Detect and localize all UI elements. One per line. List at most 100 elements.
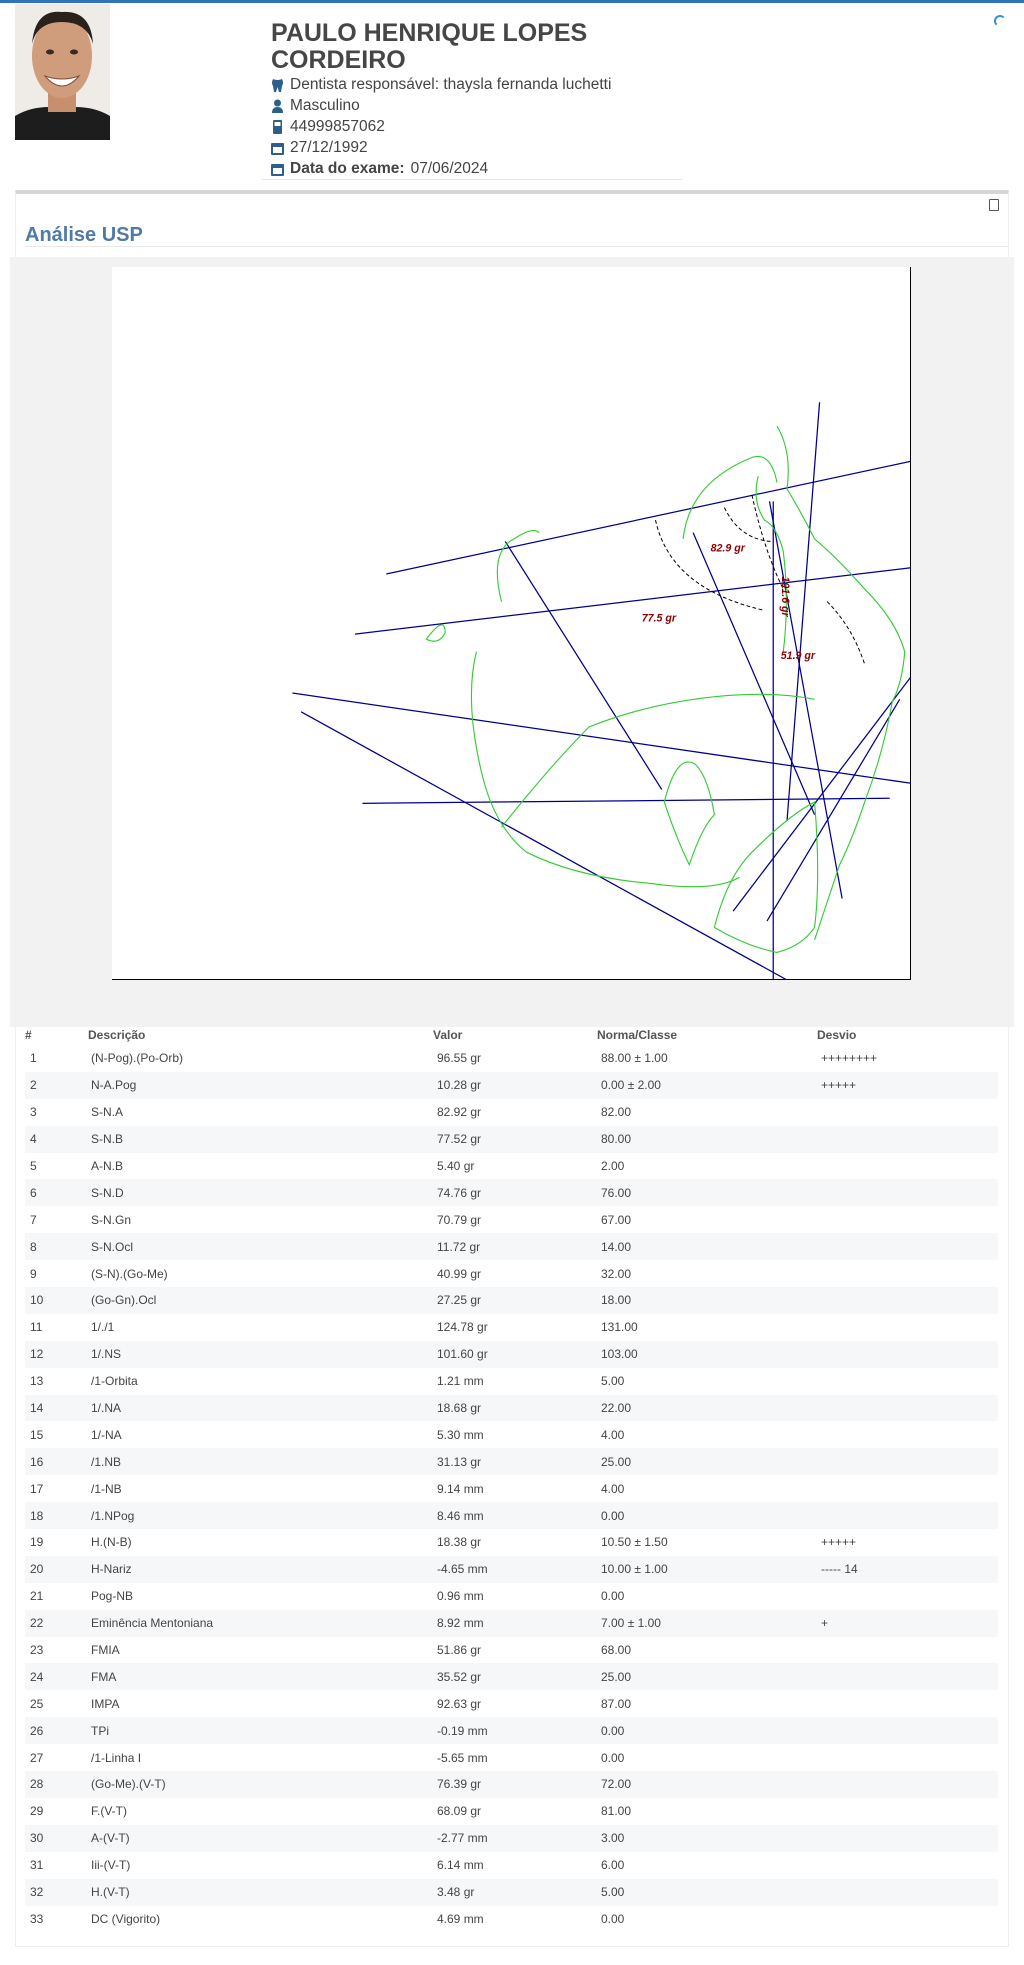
row-norm: 0.00 ± 2.00 xyxy=(601,1078,661,1093)
row-value: 76.39 gr xyxy=(437,1777,482,1792)
row-description: Pog-NB xyxy=(91,1589,134,1604)
row-norm: 82.00 xyxy=(601,1105,632,1120)
row-norm: 68.00 xyxy=(601,1643,632,1658)
row-description: /1.NB xyxy=(91,1454,122,1469)
row-deviation: +++++ xyxy=(821,1078,857,1093)
line xyxy=(362,797,890,804)
row-norm: 14.00 xyxy=(601,1239,632,1254)
row-number: 4 xyxy=(30,1132,37,1147)
document-icon[interactable] xyxy=(989,199,999,211)
birthdate-value: 27/12/1992 xyxy=(290,139,368,156)
row-deviation: +++++ xyxy=(821,1535,857,1550)
row-number: 30 xyxy=(30,1831,44,1846)
row-norm: 7.00 ± 1.00 xyxy=(601,1616,661,1631)
row-value: 31.13 gr xyxy=(437,1454,482,1469)
row-norm: 76.00 xyxy=(601,1185,632,1200)
row-norm: 18.00 xyxy=(601,1293,632,1308)
row-deviation: ++++++++ xyxy=(821,1051,878,1066)
row-description: S-N.Gn xyxy=(91,1212,132,1227)
birthdate-info: 27/12/1992 xyxy=(271,138,368,158)
row-value: -0.19 mm xyxy=(437,1723,488,1738)
row-value: 101.60 gr xyxy=(437,1347,488,1362)
row-norm: 6.00 xyxy=(601,1858,625,1873)
row-description: (N-Pog).(Po-Orb) xyxy=(91,1051,184,1066)
row-description: F.(V-T) xyxy=(91,1804,127,1819)
angle-label: 101.6 gr xyxy=(779,577,791,618)
exam-date-label: Data do exame: xyxy=(290,160,405,177)
header-number: # xyxy=(25,1028,32,1042)
angle-label: 51.9 gr xyxy=(781,650,816,662)
row-value: 18.68 gr xyxy=(437,1401,482,1416)
row-value: 82.92 gr xyxy=(437,1105,482,1120)
row-norm: 131.00 xyxy=(601,1320,638,1335)
row-description: S-N.A xyxy=(91,1105,124,1120)
row-value: 11.72 gr xyxy=(437,1239,481,1254)
row-norm: 81.00 xyxy=(601,1804,632,1819)
row-description: (S-N).(Go-Me) xyxy=(91,1266,168,1281)
line xyxy=(768,501,843,899)
row-value: 3.48 gr xyxy=(437,1885,475,1900)
calendar-icon xyxy=(271,164,284,176)
line xyxy=(504,541,663,790)
row-description: 1/.NS xyxy=(91,1347,122,1362)
row-number: 16 xyxy=(30,1454,44,1469)
row-description: /1-NB xyxy=(91,1481,122,1496)
row-value: 10.28 gr xyxy=(437,1078,482,1093)
row-number: 5 xyxy=(30,1159,37,1173)
line xyxy=(386,460,911,575)
row-number: 14 xyxy=(30,1401,44,1416)
row-value: 96.55 gr xyxy=(437,1051,482,1066)
row-norm: 10.00 ± 1.00 xyxy=(601,1562,668,1577)
row-description: N-A.Pog xyxy=(91,1078,137,1093)
row-number: 6 xyxy=(30,1185,37,1200)
row-norm: 0.00 xyxy=(601,1911,625,1926)
line xyxy=(786,402,821,821)
row-norm: 3.00 xyxy=(601,1831,625,1846)
header-norm: Norma/Classe xyxy=(597,1028,678,1042)
row-norm: 87.00 xyxy=(601,1696,632,1711)
line xyxy=(300,711,788,980)
angle-arcs xyxy=(655,494,866,665)
row-value: 92.63 gr xyxy=(437,1696,482,1711)
user-icon xyxy=(272,99,283,113)
row-deviation: + xyxy=(821,1616,829,1631)
header-description: Descrição xyxy=(88,1028,146,1042)
row-norm: 103.00 xyxy=(601,1347,638,1362)
row-number: 18 xyxy=(30,1508,44,1523)
row-norm: 88.00 ± 1.00 xyxy=(601,1051,668,1066)
reference-lines xyxy=(292,402,911,980)
row-value: 5.40 gr xyxy=(437,1159,475,1173)
row-number: 20 xyxy=(30,1562,44,1577)
calendar-icon xyxy=(271,143,284,155)
row-number: 2 xyxy=(30,1078,37,1093)
phone-icon xyxy=(273,120,282,134)
row-description: FMA xyxy=(91,1669,117,1684)
row-value: 35.52 gr xyxy=(437,1669,482,1684)
row-number: 11 xyxy=(30,1320,43,1335)
row-description: 1/-NA xyxy=(91,1427,122,1442)
row-norm: 0.00 xyxy=(601,1508,625,1523)
row-number: 27 xyxy=(30,1750,44,1765)
row-value: 70.79 gr xyxy=(437,1212,482,1227)
table-header: # Descrição Valor Norma/Classe Desvio xyxy=(25,1025,998,1045)
row-number: 3 xyxy=(30,1105,37,1120)
row-number: 10 xyxy=(30,1293,44,1308)
table-row: 3 S-N.A 82.92 gr 82.00 xyxy=(25,1099,998,1126)
